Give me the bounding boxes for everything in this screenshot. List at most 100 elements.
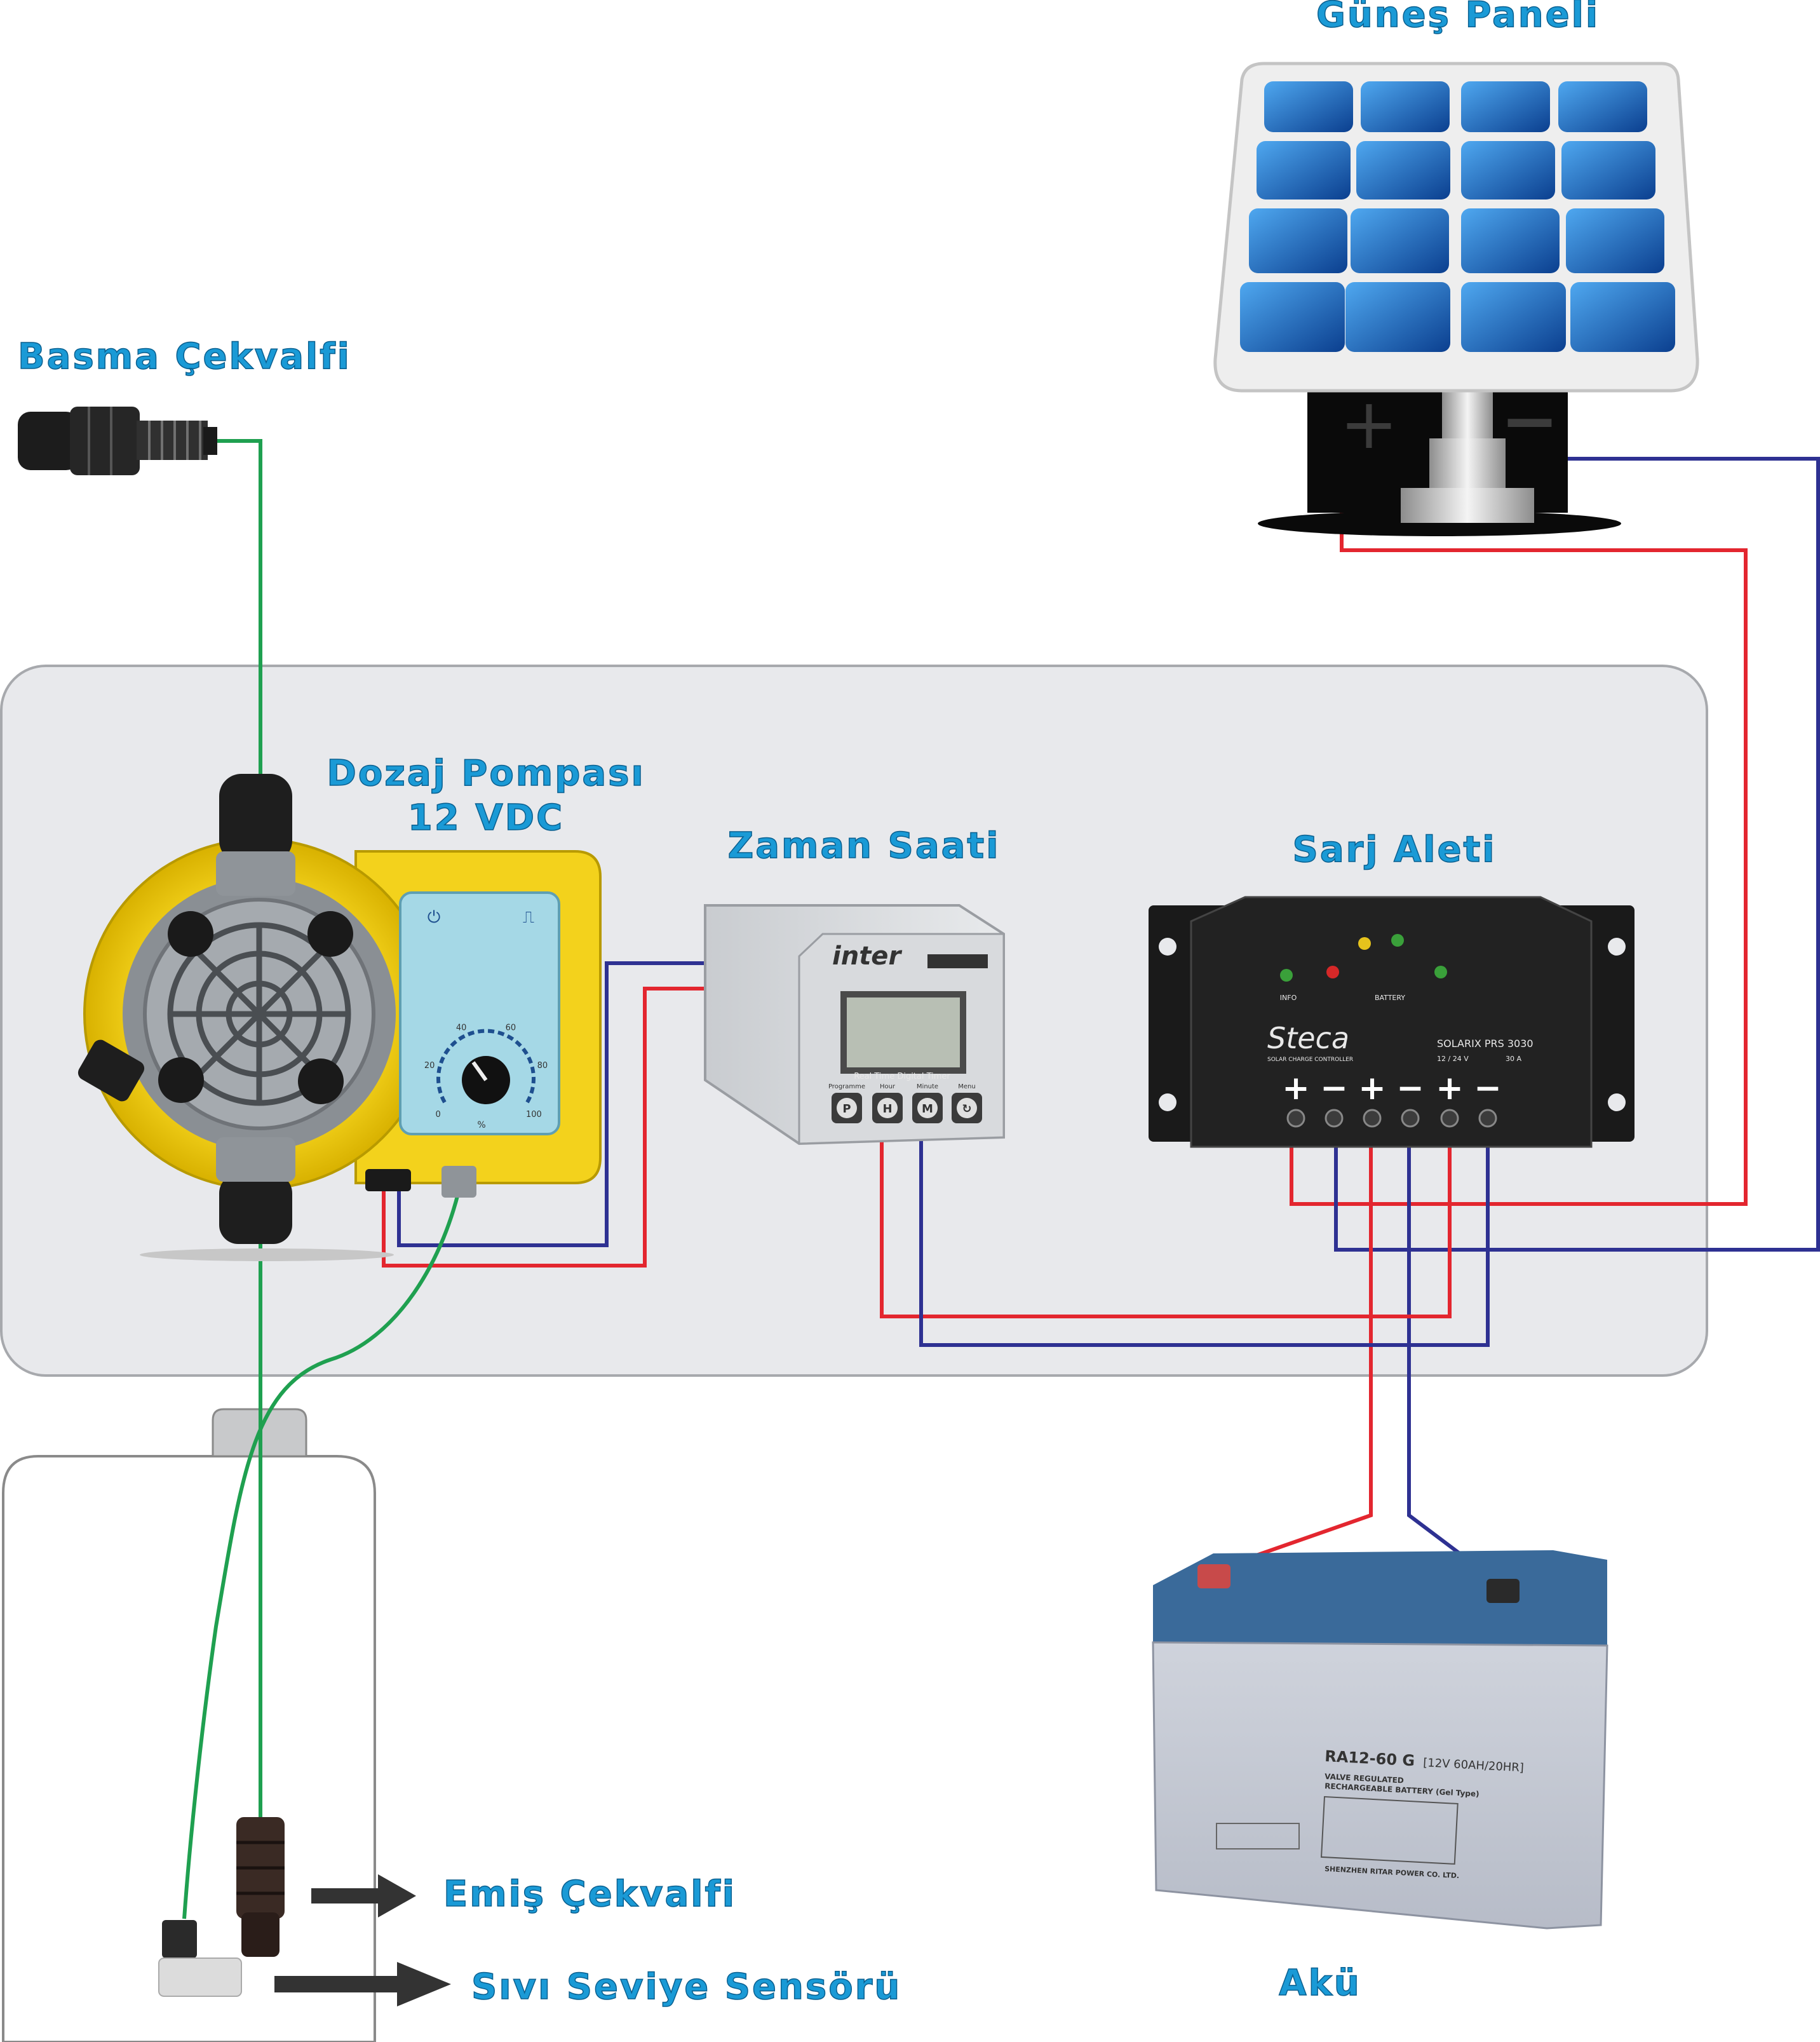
solar-cell bbox=[1461, 282, 1566, 352]
level-sensor-cable bbox=[182, 1173, 464, 1919]
solar-cell bbox=[1461, 141, 1555, 199]
discharge-valve-label: Basma Çekvalfi bbox=[18, 336, 351, 377]
timer-button-label: Minute bbox=[917, 1083, 938, 1090]
solar-cell bbox=[1570, 282, 1675, 352]
charger-terminal-sign: − bbox=[1396, 1069, 1424, 1107]
load-negative-wire bbox=[919, 1137, 1490, 1347]
charger-terminal-screw bbox=[1478, 1109, 1497, 1128]
pump-dial-tick-label: 40 bbox=[456, 1024, 467, 1033]
load-positive-wire bbox=[880, 1137, 1452, 1318]
charger-terminal-screw bbox=[1325, 1109, 1344, 1128]
battery-case bbox=[1152, 1641, 1608, 1930]
solar-cell bbox=[1351, 208, 1449, 273]
pump-shadow bbox=[140, 1248, 394, 1261]
charger-led-battery-green bbox=[1434, 966, 1447, 978]
charger-terminal-screw bbox=[1363, 1109, 1382, 1128]
timer-lcd bbox=[840, 991, 966, 1074]
charger-terminals: +−+−+− bbox=[1282, 1069, 1502, 1128]
charger-led-battery-red bbox=[1326, 966, 1339, 978]
solar-cell bbox=[1257, 141, 1351, 199]
charge-controller: INFO BATTERY Steca SOLAR CHARGE CONTROLL… bbox=[1149, 896, 1635, 1148]
charger-led-battery-yellow bbox=[1358, 937, 1371, 950]
timer-button-glyph: H bbox=[882, 1102, 892, 1116]
solar-cell bbox=[1361, 81, 1450, 132]
charger-model: SOLARIX PRS 3030 bbox=[1437, 1038, 1534, 1050]
charger-led-info bbox=[1280, 969, 1293, 982]
dosing-pump-label-line2: 12 VDC bbox=[408, 797, 564, 839]
panel-pole-base bbox=[1401, 488, 1534, 523]
solar-panel: + − bbox=[1213, 62, 1699, 536]
battery-lid bbox=[1153, 1550, 1607, 1652]
pump-dial-tick-label: 0 bbox=[435, 1110, 440, 1119]
timer-label: Zaman Saati bbox=[728, 825, 1001, 867]
charger-terminal-screw bbox=[1440, 1109, 1459, 1128]
charger-brand-sub: SOLAR CHARGE CONTROLLER bbox=[1267, 1057, 1353, 1063]
pump-dial-tick-label: 100 bbox=[526, 1110, 542, 1119]
panel-pole-collar bbox=[1429, 438, 1506, 489]
solar-cell bbox=[1249, 208, 1347, 273]
timer-subtitle: Real Time Digital Timer bbox=[854, 1072, 950, 1081]
charger-terminal-screw bbox=[1401, 1109, 1420, 1128]
pump-grill bbox=[167, 922, 351, 1106]
pump-negative-wire bbox=[397, 961, 708, 1247]
suction-valve bbox=[236, 1817, 285, 1957]
timer-badge bbox=[927, 954, 988, 968]
panel-plus-sign: + bbox=[1340, 383, 1398, 464]
battery-positive-terminal bbox=[1197, 1564, 1230, 1588]
battery-positive-wire bbox=[1216, 1144, 1373, 1571]
timer-button-hour[interactable]: H bbox=[872, 1093, 903, 1123]
discharge-valve bbox=[18, 407, 217, 475]
timer-button-label: Hour bbox=[880, 1083, 896, 1090]
charger-terminal-sign: + bbox=[1282, 1069, 1310, 1107]
charger-label: Sarj Aleti bbox=[1293, 829, 1497, 870]
solar-cells bbox=[1240, 81, 1675, 352]
pump-dial-tick-label: 80 bbox=[537, 1061, 548, 1071]
timer-button-programme[interactable]: P bbox=[832, 1093, 862, 1123]
charger-terminal-sign: + bbox=[1436, 1069, 1464, 1107]
pump-side-port bbox=[78, 1039, 145, 1102]
timer-button-menu[interactable]: ↻ bbox=[952, 1093, 982, 1123]
battery-label: Akü bbox=[1279, 1963, 1361, 2004]
charger-terminal-sign: − bbox=[1474, 1069, 1502, 1107]
level-sensor-arrow-icon bbox=[274, 1962, 451, 2006]
timer-button-glyph: P bbox=[842, 1102, 851, 1116]
timer-button-label: Programme bbox=[828, 1083, 865, 1090]
solar-cell bbox=[1561, 141, 1655, 199]
solar-cell bbox=[1240, 282, 1345, 352]
solar-cell bbox=[1356, 141, 1450, 199]
charger-led-label-info: INFO bbox=[1280, 994, 1297, 1002]
timer-button-glyph: M bbox=[922, 1102, 933, 1116]
timer-button-minute[interactable]: M bbox=[912, 1093, 943, 1123]
battery: RA12-60 G [12V 60AH/20HR] VALVE REGULATE… bbox=[1152, 1550, 1608, 1930]
charger-voltage: 12 / 24 V bbox=[1437, 1055, 1469, 1063]
solar-cell bbox=[1558, 81, 1647, 132]
panel-minus-sign: − bbox=[1500, 380, 1559, 461]
pump-bolt bbox=[298, 1058, 344, 1104]
digital-timer: inter Real Time Digital Timer ProgrammeP… bbox=[704, 904, 1005, 1146]
pump-bolt bbox=[307, 911, 353, 957]
pump-bolt bbox=[158, 1057, 204, 1103]
suction-valve-label: Emiş Çekvalfi bbox=[443, 1874, 736, 1915]
suction-valve-arrow-icon bbox=[311, 1874, 416, 1917]
pump-pulse-icon: ⎍ bbox=[523, 908, 534, 927]
charger-led-label-battery: BATTERY bbox=[1375, 994, 1405, 1002]
timer-brand: inter bbox=[832, 942, 902, 971]
solar-cell bbox=[1461, 81, 1550, 132]
charger-terminal-sign: − bbox=[1320, 1069, 1348, 1107]
solar-cell bbox=[1264, 81, 1353, 132]
pump-top-valve bbox=[219, 774, 292, 863]
level-sensor-label: Sıvı Seviye Sensörü bbox=[471, 1966, 901, 2008]
pump-positive-wire bbox=[382, 987, 708, 1268]
charger-led-battery-green bbox=[1391, 934, 1404, 947]
wiring bbox=[182, 394, 1820, 1919]
pump-control-panel bbox=[399, 891, 560, 1135]
pump-level-connector bbox=[442, 1166, 476, 1198]
charger-terminal-screw bbox=[1286, 1109, 1305, 1128]
solar-cell bbox=[1566, 208, 1664, 273]
battery-negative-terminal bbox=[1486, 1579, 1520, 1603]
battery-spec-block bbox=[1320, 1795, 1459, 1865]
